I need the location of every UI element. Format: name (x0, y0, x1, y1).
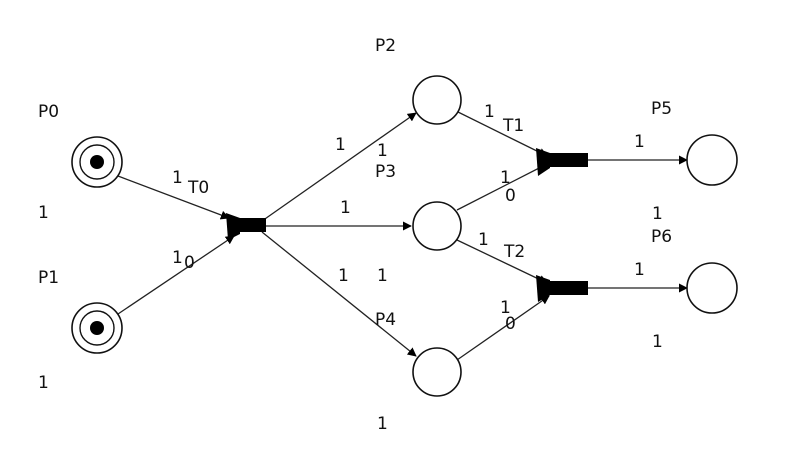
transition-t0[interactable] (226, 213, 266, 240)
arc-weight-t1-p5: 1 (634, 132, 645, 152)
place-marking-p1: 1 (38, 373, 49, 393)
place-label-p6: P6 (651, 227, 672, 247)
place-marking-p2: 1 (377, 141, 388, 161)
arc-p3-t1 (456, 163, 548, 211)
place-p6[interactable] (686, 262, 738, 314)
token-icon (90, 155, 104, 169)
arc-weight-t0-p2: 1 (335, 135, 346, 155)
arc-p3-t2 (456, 239, 548, 284)
place-marking-p5: 1 (652, 204, 663, 224)
arc-weight-t2-p6: 1 (634, 260, 645, 280)
arc-t0-p2 (261, 112, 417, 222)
transition-label-t1: T1 (502, 116, 524, 136)
place-label-p0: P0 (38, 102, 59, 122)
arc-extra-p1-t0: 0 (184, 253, 195, 273)
transition-t2[interactable] (536, 275, 588, 302)
place-label-p5: P5 (651, 99, 672, 119)
arc-t0-p4 (261, 231, 417, 357)
arc-weight-p1-t0: 1 (172, 248, 183, 268)
place-marking-p3: 1 (377, 266, 388, 286)
place-label-p4: P4 (375, 310, 396, 330)
place-p2[interactable] (412, 75, 462, 125)
place-p0[interactable] (71, 136, 123, 188)
arc-weight-p4-t2: 1 (500, 298, 511, 318)
place-marking-p6: 1 (652, 332, 663, 352)
place-marking-p4: 1 (377, 414, 388, 434)
arc-p1-t0 (117, 235, 235, 315)
arc-p4-t2 (456, 295, 550, 361)
place-label-p3: P3 (375, 162, 396, 182)
arc-weight-p2-t1: 1 (484, 102, 495, 122)
transition-t1[interactable] (536, 148, 588, 176)
arc-weight-t0-p3: 1 (340, 198, 351, 218)
token-icon (90, 321, 104, 335)
transition-label-t0: T0 (187, 178, 209, 198)
arc-extra-p3-t1: 0 (505, 186, 516, 206)
place-label-p2: P2 (375, 36, 396, 56)
place-marking-p0: 1 (38, 203, 49, 223)
arc-weight-t0-p4: 1 (338, 266, 349, 286)
place-label-p1: P1 (38, 268, 59, 288)
place-p5[interactable] (686, 134, 738, 186)
arc-p2-t1 (457, 111, 548, 157)
place-p4[interactable] (412, 347, 462, 397)
transition-label-t2: T2 (503, 242, 525, 262)
place-p3[interactable] (412, 201, 462, 251)
arc-extra-p4-t2: 0 (505, 314, 516, 334)
arc-p0-t0 (117, 175, 230, 220)
arc-weight-p3-t1: 1 (500, 168, 511, 188)
arc-weight-p3-t2: 1 (478, 230, 489, 250)
place-p1[interactable] (71, 302, 123, 354)
arc-weight-p0-t0: 1 (172, 168, 183, 188)
